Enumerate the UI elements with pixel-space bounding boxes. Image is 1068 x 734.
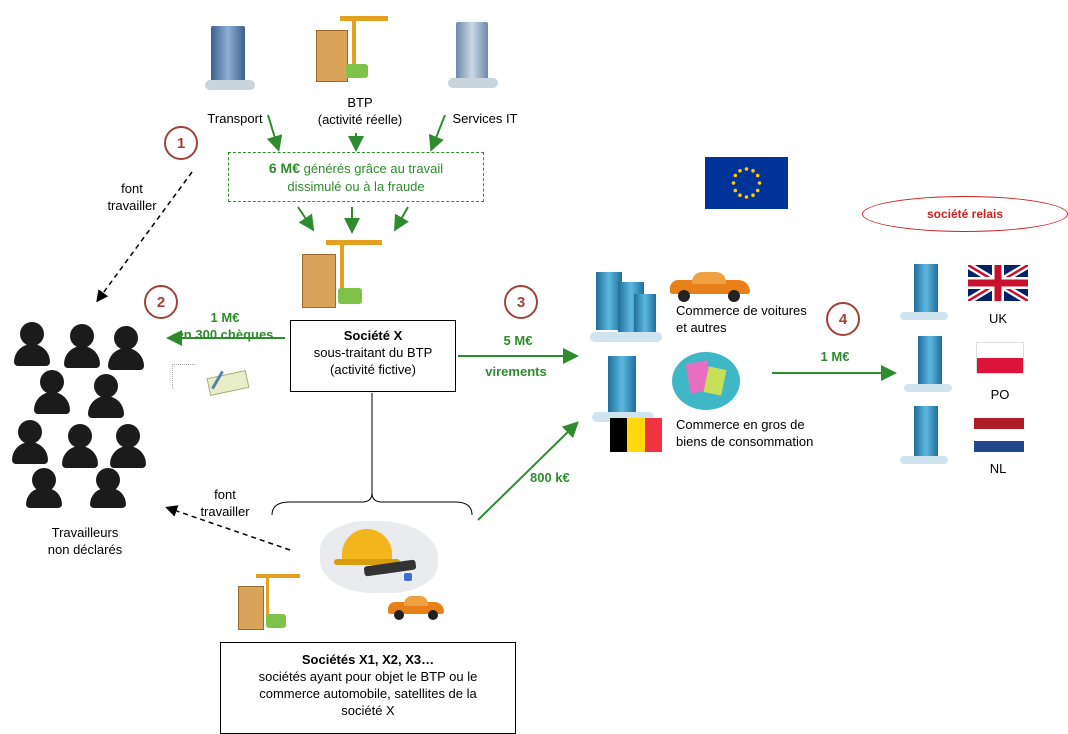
societes-title: Sociétés X1, X2, X3… [301,652,435,667]
funds-amount: 6 M€ [268,160,300,176]
step-4-badge: 4 [826,302,860,336]
scribble-icon [172,364,195,389]
label-btp: BTP (activité réelle) [295,94,425,128]
transport-building-icon [205,22,257,92]
label-font-travailler-2: font travailler [185,486,265,520]
label-travailler-1: travailler [107,198,157,213]
eu-flag [705,157,788,209]
services-it-building-icon [448,18,500,92]
commerce-gros-building-icon [592,352,656,424]
societe-x-line1: sous-traitant du BTP [313,345,433,360]
societe-x-line2: (activité fictive) [330,362,416,377]
societe-relais-label: société relais [926,207,1004,221]
step-3-badge: 3 [504,285,538,319]
arrow-services [428,114,446,152]
relais-po-building-icon [904,334,954,394]
poland-flag [976,342,1024,374]
arrow-transport [266,114,283,152]
satellite-car-icon [388,592,446,620]
tools-helmet-icon [320,515,440,595]
flow-4-label: 1 M€ [820,349,850,364]
uk-flag [968,265,1028,301]
label-nl: NL [989,461,1007,476]
flow-800k-label: 800 k€ [530,470,570,485]
label-font-1: font [121,181,143,196]
societes-line1: sociétés ayant pour objet le BTP ou le [258,669,478,684]
label-services-it: Services IT [452,111,518,126]
flow-2-amount: 1 M€ [210,310,240,325]
societe-relais-badge: société relais [862,196,1068,232]
label-commerce-gros-1: Commerce en gros de [676,417,805,432]
label-po: PO [990,387,1010,402]
arrow-down-right [394,206,409,232]
label-commerce-gros: Commerce en gros de biens de consommatio… [676,416,836,450]
label-btp-line1: BTP [347,95,373,110]
societes-line2: commerce automobile, satellites de la [259,686,477,701]
societes-satellites-box: Sociétés X1, X2, X3… sociétés ayant pour… [220,642,516,734]
societe-x-title: Société X [343,328,403,343]
arrow-font-travailler-2 [165,505,291,551]
label-btp-line2: (activité réelle) [317,112,403,127]
brace [271,492,473,516]
label-travailler-2: travailler [200,504,250,519]
funds-text-1: générés grâce au travail [303,161,444,176]
societes-line3: société X [341,703,395,718]
belgium-flag [610,418,662,452]
label-uk: UK [988,311,1008,326]
step-2-badge: 2 [144,285,178,319]
label-workers-2: non déclarés [47,542,123,557]
label-commerce-voitures-2: et autres [676,320,727,335]
societe-x-box: Société X sous-traitant du BTP (activité… [290,320,456,392]
flow-3-detail: virements [485,364,547,379]
eu-stars [731,167,762,199]
arrow-down-left [297,206,315,232]
satellite-construction-icon [236,568,302,632]
commerce-voitures-buildings-icon [590,264,668,346]
label-workers-1: Travailleurs [51,525,119,540]
uk-flag-graphic [968,265,1028,301]
label-font-travailler-1: font travailler [92,180,172,214]
shopping-bags-icon [672,348,742,412]
flow-3-amount: 5 M€ [503,333,533,348]
societe-x-construction-icon [296,232,386,312]
label-commerce-gros-2: biens de consommation [676,434,814,449]
label-transport: Transport [207,111,263,126]
cheque-icon [206,368,250,396]
funds-text-2: dissimulé ou à la fraude [287,179,425,194]
arrow-flow-800k [477,421,579,521]
label-commerce-voitures: Commerce de voitures et autres [676,302,816,336]
btp-construction-icon [312,8,390,86]
commerce-car-icon [670,266,752,302]
label-workers: Travailleurs non déclarés [20,524,150,558]
workers-group-icon [12,320,162,510]
dashed-funds-box: 6 M€ générés grâce au travail dissimulé … [228,152,484,202]
label-font-2: font [214,487,236,502]
relais-nl-building-icon [900,404,950,466]
label-commerce-voitures-1: Commerce de voitures [676,303,807,318]
netherlands-flag [974,418,1024,452]
flow-2-detail: en 300 chèques [176,327,274,342]
relais-uk-building-icon [900,262,950,322]
flow-2-label: 1 M€ en 300 chèques [170,309,280,343]
step-1-badge: 1 [164,126,198,160]
